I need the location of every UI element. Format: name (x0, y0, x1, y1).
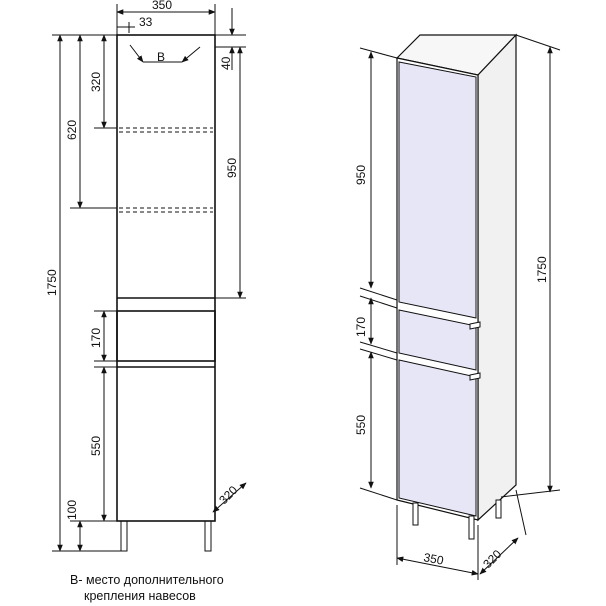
mount-arrow-left (129, 44, 144, 63)
iso-ext-170-bottom (359, 341, 398, 354)
drawer-front (116, 310, 216, 362)
front-leg-left (120, 520, 128, 552)
iso-ext-1750-bottom (500, 489, 561, 498)
iso-leg-3 (495, 499, 502, 519)
iso-ext-950 (359, 287, 398, 301)
iso-side-face (477, 33, 517, 522)
iso-ext-170-top (359, 295, 398, 309)
drawer-label: 170 (89, 328, 103, 348)
dim-depth-line (212, 482, 247, 513)
leg-label: 100 (65, 500, 79, 520)
front-width-label: 350 (152, 0, 172, 12)
mount-note: В- место дополнительного крепления навес… (70, 572, 224, 604)
top-gap-label: 40 (219, 56, 233, 70)
iso-ext-550-bottom (359, 487, 398, 501)
shelf-label: 320 (89, 72, 103, 92)
iso-leg-1 (412, 502, 419, 526)
iso-width-label: 350 (422, 550, 445, 568)
iso-ext-320 (515, 489, 527, 536)
iso-ext-top (359, 47, 398, 59)
upper-door-label: 950 (225, 158, 239, 178)
total-height-label: 1750 (45, 269, 59, 296)
iso-dim-350 (396, 556, 479, 576)
iso-leg-2 (468, 515, 475, 540)
iso-drawer-handle (469, 321, 481, 330)
front-view: 350 33 B 40 950 1750 620 320 (45, 0, 247, 552)
depth-label: 320 (216, 483, 240, 507)
mount-note-line2: крепления навесов (84, 589, 196, 603)
iso-ext-550-top (359, 348, 398, 361)
front-cabinet-body (116, 34, 216, 522)
mount-label: B (157, 50, 165, 64)
iso-total-height-label: 1750 (535, 256, 549, 283)
front-offset-label: 33 (139, 15, 153, 29)
iso-ext-1750-top (515, 34, 561, 51)
mount-arrow-right (181, 46, 201, 63)
iso-lower-door-handle (469, 372, 481, 381)
upper-section-label: 620 (65, 120, 79, 140)
iso-upper-door-label: 950 (354, 165, 368, 185)
mount-note-line1: В- место дополнительного (70, 573, 224, 587)
front-leg-right (204, 520, 212, 552)
iso-upper-door (398, 61, 477, 319)
iso-dim-320 (479, 537, 519, 575)
iso-lower-door-label: 550 (354, 415, 368, 435)
lower-door-label: 550 (89, 436, 103, 456)
iso-lower-door (398, 359, 477, 517)
iso-depth-label: 320 (480, 547, 504, 571)
iso-view: 950 170 550 1750 350 320 (354, 33, 561, 580)
iso-drawer (398, 309, 477, 371)
iso-drawer-label: 170 (354, 317, 368, 337)
